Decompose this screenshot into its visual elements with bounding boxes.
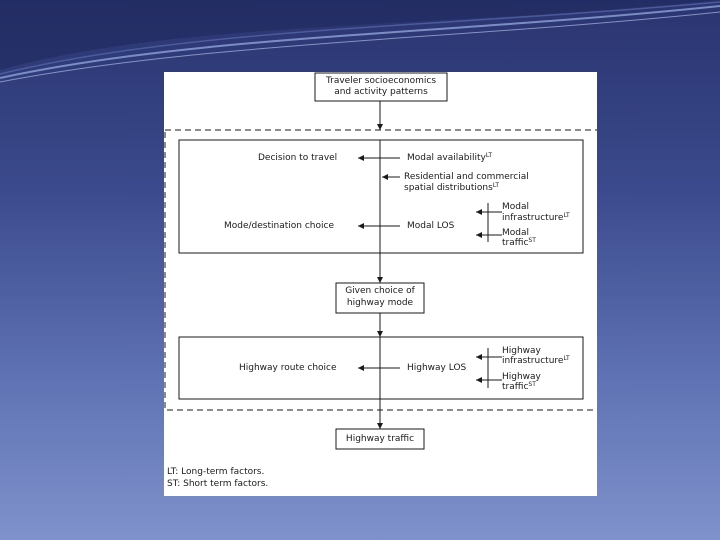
residential-line2: spatial distributionsLT xyxy=(404,183,499,193)
travel-demand-diagram: Traveler socioeconomics and activity pat… xyxy=(164,72,597,496)
highway-route-choice: Highway route choice xyxy=(239,363,337,373)
modal-infra-line2: infrastructureLT xyxy=(502,213,570,223)
mode-destination-choice: Mode/destination choice xyxy=(224,221,334,231)
highway-infra-line1: Highway xyxy=(502,346,541,356)
highway-infra-line2: infrastructureLT xyxy=(502,356,570,366)
highway-traffic-line2: trafficST xyxy=(502,382,536,392)
middle-box-line2: highway mode xyxy=(336,298,424,308)
highway-los: Highway LOS xyxy=(407,363,466,373)
middle-box-line1: Given choice of xyxy=(336,286,424,296)
modal-traffic-line1: Modal xyxy=(502,228,529,238)
diagram-lines xyxy=(164,72,597,496)
top-box-line2: and activity patterns xyxy=(315,87,447,97)
legend-st: ST: Short term factors. xyxy=(167,479,268,489)
legend-lt: LT: Long-term factors. xyxy=(167,467,264,477)
bottom-box-label: Highway traffic xyxy=(336,434,424,444)
modal-los: Modal LOS xyxy=(407,221,454,231)
modal-traffic-line2: trafficST xyxy=(502,238,536,248)
top-box-line1: Traveler socioeconomics xyxy=(315,76,447,86)
modal-availability: Modal availabilityLT xyxy=(407,153,492,163)
decision-to-travel: Decision to travel xyxy=(258,153,337,163)
modal-infra-line1: Modal xyxy=(502,202,529,212)
residential-line1: Residential and commercial xyxy=(404,172,529,182)
